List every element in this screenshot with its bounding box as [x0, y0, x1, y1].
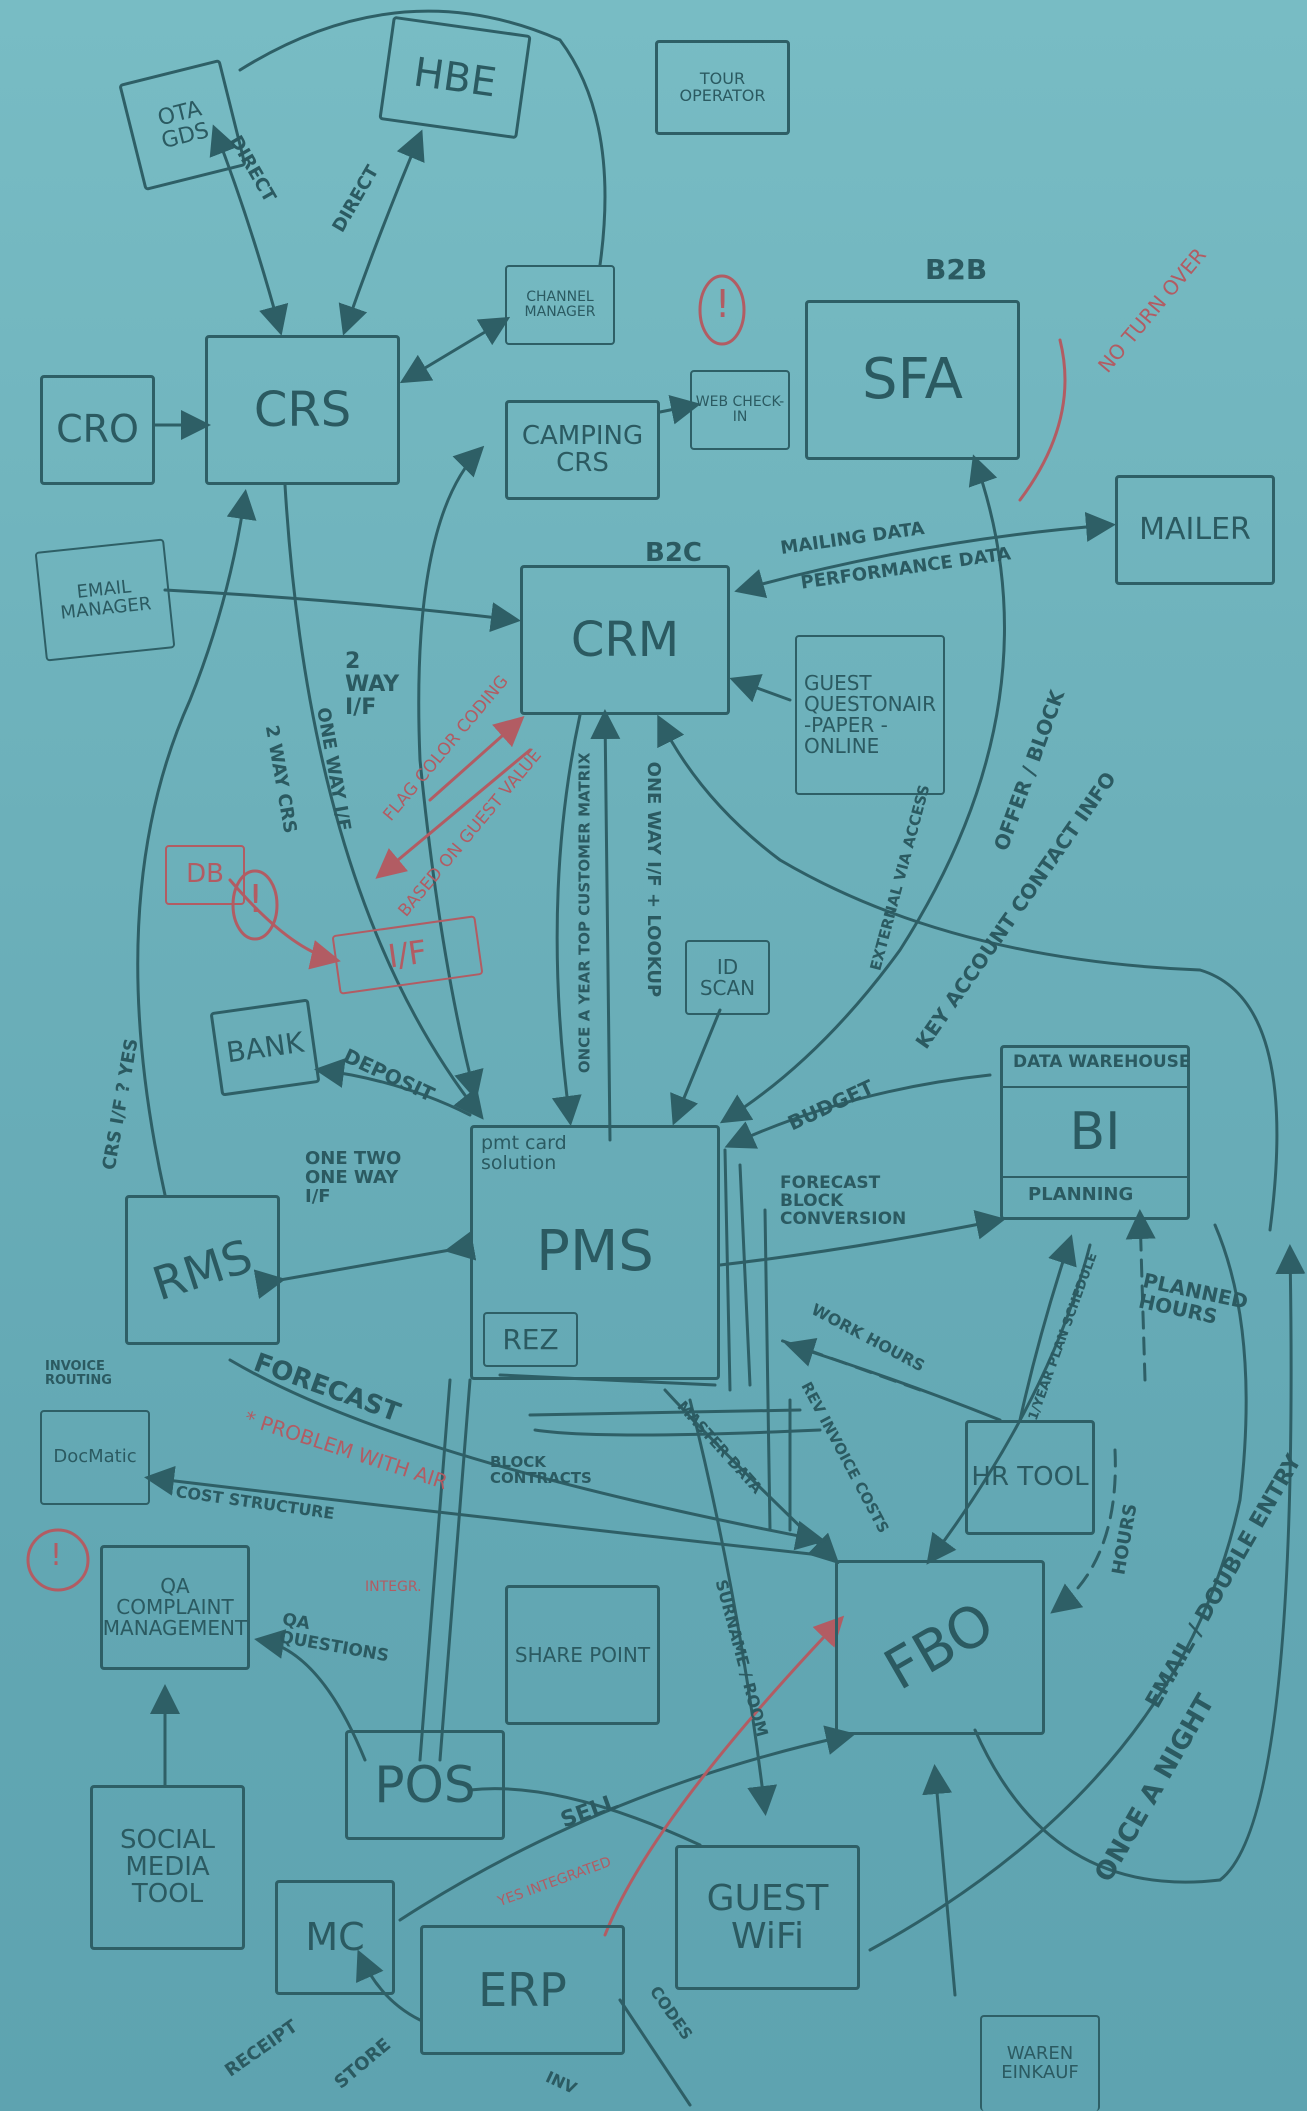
- fbo-box[interactable]: FBO: [835, 1560, 1045, 1735]
- rms-box[interactable]: RMS: [125, 1195, 280, 1345]
- exclamation-3: !: [50, 1538, 63, 1573]
- mc-box[interactable]: MC: [275, 1880, 395, 1995]
- crm-label: CRM: [570, 611, 680, 668]
- sharepoint-box[interactable]: SHARE POINT: [505, 1585, 660, 1725]
- pms-box[interactable]: PMS pmt card solution REZ: [470, 1125, 720, 1380]
- pmt-card-solution-label: pmt card solution: [481, 1132, 567, 1174]
- mailer-label: MAILER: [1139, 512, 1251, 548]
- bi-box[interactable]: DATA WAREHOUSE BI PLANNING: [1000, 1045, 1191, 1220]
- hbe-label: HBE: [410, 48, 500, 107]
- rez-label: REZ: [502, 1322, 559, 1356]
- db-label: DB: [186, 859, 224, 890]
- guest-wifi-box[interactable]: GUEST WiFi: [675, 1845, 860, 1990]
- channel-manager-label: CHANNEL MANAGER: [524, 289, 596, 320]
- waren-einkauf-label: WAREN EINKAUF: [1001, 2043, 1079, 2083]
- tour-operator-label: TOUR OPERATOR: [679, 68, 766, 105]
- rms-label: RMS: [146, 1228, 259, 1312]
- one-two-way-label: ONE TWO ONE WAY I/F: [305, 1148, 402, 1207]
- sfa-label: SFA: [862, 346, 963, 412]
- data-warehouse-divider: [1003, 1086, 1187, 1088]
- block-contracts-label: BLOCK CONTRACTS: [490, 1453, 592, 1487]
- channel-manager-box[interactable]: CHANNEL MANAGER: [505, 265, 615, 345]
- planning-divider: [1003, 1176, 1187, 1178]
- camping-crs-label: CAMPING CRS: [521, 420, 644, 478]
- mailer-box[interactable]: MAILER: [1115, 475, 1275, 585]
- waren-einkauf-box[interactable]: WAREN EINKAUF: [980, 2015, 1100, 2111]
- docmatic-label: DocMatic: [53, 1446, 137, 1468]
- rez-box[interactable]: REZ: [483, 1312, 578, 1367]
- guest-wifi-label: GUEST WiFi: [706, 1877, 829, 1957]
- qa-complaint-label: QA COMPLAINT MANAGEMENT: [102, 1574, 248, 1640]
- crm-box[interactable]: CRM: [520, 565, 730, 715]
- id-scan-label: ID SCAN: [699, 954, 756, 1000]
- web-check-in-box[interactable]: WEB CHECK-IN: [690, 370, 790, 450]
- data-warehouse-label: DATA WAREHOUSE: [1013, 1052, 1191, 1072]
- exclamation-2: !: [248, 877, 264, 921]
- id-scan-box[interactable]: ID SCAN: [685, 940, 770, 1015]
- erp-label: ERP: [478, 1962, 567, 2017]
- mc-label: MC: [305, 1914, 365, 1959]
- camping-crs-box[interactable]: CAMPING CRS: [505, 400, 660, 500]
- exclamation-1: !: [715, 282, 731, 326]
- qa-complaint-box[interactable]: QA COMPLAINT MANAGEMENT: [100, 1545, 250, 1670]
- docmatic-box[interactable]: DocMatic: [40, 1410, 150, 1505]
- email-manager-box[interactable]: EMAIL MANAGER: [34, 538, 176, 662]
- hr-tool-box[interactable]: HR TOOL: [965, 1420, 1095, 1535]
- guest-questionnaire-box[interactable]: GUEST QUESTONAIR -PAPER -ONLINE: [795, 635, 945, 795]
- crs-label: CRS: [253, 381, 352, 438]
- email-manager-label: EMAIL MANAGER: [59, 576, 153, 624]
- b2c-label: B2C: [645, 538, 702, 568]
- tour-operator-box[interactable]: TOUR OPERATOR: [655, 40, 790, 135]
- top-customer-label: ONCE A YEAR TOP CUSTOMER MATRIX: [575, 752, 594, 1074]
- erp-box[interactable]: ERP: [420, 1925, 625, 2055]
- sfa-box[interactable]: SFA: [805, 300, 1020, 460]
- bi-label: BI: [1069, 1102, 1121, 1163]
- web-check-in-label: WEB CHECK-IN: [695, 394, 785, 425]
- pos-label: POS: [374, 1755, 476, 1814]
- db-box[interactable]: DB: [165, 845, 245, 905]
- cro-box[interactable]: CRO: [40, 375, 155, 485]
- pms-label: PMS: [536, 1219, 654, 1285]
- interface-label: I/F: [385, 932, 430, 976]
- bank-label: BANK: [224, 1025, 306, 1070]
- invoice-routing-label: INVOICE ROUTING: [45, 1359, 112, 1388]
- sharepoint-label: SHARE POINT: [514, 1642, 651, 1667]
- forecast-block-conversion-label: FORECAST BLOCK CONVERSION: [780, 1173, 907, 1229]
- cro-label: CRO: [56, 407, 139, 452]
- fbo-label: FBO: [874, 1590, 1006, 1704]
- integr-label: INTEGR.: [365, 1579, 422, 1595]
- hr-tool-label: HR TOOL: [971, 1461, 1089, 1492]
- two-way-if-label: 2 WAY I/F: [345, 649, 400, 721]
- planning-label: PLANNING: [1028, 1184, 1134, 1205]
- pos-box[interactable]: POS: [345, 1730, 505, 1840]
- one-way-lookup-label: ONE WAY I/F + LOOKUP: [643, 761, 665, 998]
- b2b-label: B2B: [925, 253, 988, 286]
- guest-questionnaire-label: GUEST QUESTONAIR -PAPER -ONLINE: [803, 671, 937, 758]
- hbe-box[interactable]: HBE: [378, 15, 532, 140]
- crs-box[interactable]: CRS: [205, 335, 400, 485]
- ota-gds-label: OTA GDS: [155, 96, 212, 155]
- social-media-tool-label: SOCIAL MEDIA TOOL: [119, 1824, 216, 1910]
- bank-box[interactable]: BANK: [209, 998, 321, 1097]
- social-media-tool-box[interactable]: SOCIAL MEDIA TOOL: [90, 1785, 245, 1950]
